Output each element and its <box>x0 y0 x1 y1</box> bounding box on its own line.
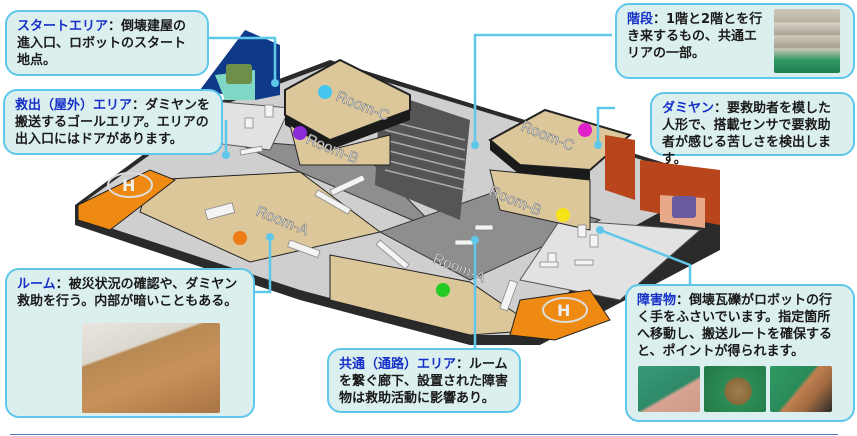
callout-body: ：要救助者を模した人形で、搭載センサで要救助者が感じる苦しさを検出します。 <box>662 101 832 167</box>
callout-title: 階段 <box>627 12 654 27</box>
dummy-purple-icon <box>293 126 307 140</box>
room-photo <box>82 323 220 413</box>
obstacle-photo-3 <box>770 366 832 412</box>
callout-body: ：倒壊瓦礫がロボットの行く手をふさいでいます。指定箇所へ移動し、搬送ルートを確保… <box>637 293 833 359</box>
callout-body: ：倒壊建屋の進入口、ロボットのスタート地点。 <box>17 19 187 68</box>
callout-body: ：被災状況の確認や、ダミヤン救助を行う。内部が暗いこともある。 <box>17 277 238 309</box>
stairs-photo <box>774 9 840 73</box>
callout-title: 障害物 <box>637 293 677 308</box>
room-a-right-floor <box>329 254 542 336</box>
corridor-light-right <box>519 219 702 301</box>
callout-rescue-area: 救出（屋外）エリア：ダミヤンを搬送するゴールエリア。エリアの出入口にはドアがあり… <box>3 89 223 155</box>
svg-text:H: H <box>122 176 135 195</box>
robot-icon <box>672 196 696 218</box>
dummy-cyan-icon <box>318 85 332 99</box>
door-area <box>605 135 720 228</box>
bottom-divider <box>10 434 838 435</box>
callout-body: ：1階と2階とを行き来するもの、共通エリアの一部。 <box>627 12 763 61</box>
callout-title: 共通（通路）エリア <box>339 357 457 372</box>
callout-title: ルーム <box>17 277 56 292</box>
obstacle-photo-2 <box>704 366 766 412</box>
dummy-green-icon <box>436 283 450 297</box>
leader-lines <box>208 33 692 348</box>
room-b-left-floor <box>289 123 391 166</box>
callout-body: ：ルームを繋ぐ廊下、設置された障害物は救助活動に影響あり。 <box>339 357 509 406</box>
dummy-magenta-icon <box>578 123 592 137</box>
room-c-left-platform <box>284 58 411 150</box>
debris <box>204 104 599 312</box>
dummy-yellow-icon <box>556 208 570 222</box>
obstacle-photo-1 <box>638 366 700 412</box>
dummy-dolls <box>233 85 592 297</box>
callout-title: ダミヤン <box>662 101 715 116</box>
callout-title: スタートエリア <box>17 19 109 34</box>
callout-start-area: スタートエリア：倒壊建屋の進入口、ロボットのスタート地点。 <box>5 10 209 76</box>
robot-icon <box>226 64 252 84</box>
svg-text:H: H <box>557 301 570 320</box>
callout-title: 救出（屋外）エリア <box>15 98 133 113</box>
start-area <box>200 30 280 100</box>
leader-dots <box>222 79 604 244</box>
callout-dummy: ダミヤン：要救助者を模した人形で、搭載センサで要救助者が感じる苦しさを検出します… <box>650 92 855 167</box>
dummy-orange-icon <box>233 231 247 245</box>
callout-body: ：ダミヤンを搬送するゴールエリア。エリアの出入口にはドアがあります。 <box>15 98 211 147</box>
helipad-right: H <box>509 289 611 341</box>
helipad-left: H <box>77 169 177 231</box>
callout-common-area: 共通（通路）エリア：ルームを繋ぐ廊下、設置された障害物は救助活動に影響あり。 <box>327 348 521 413</box>
